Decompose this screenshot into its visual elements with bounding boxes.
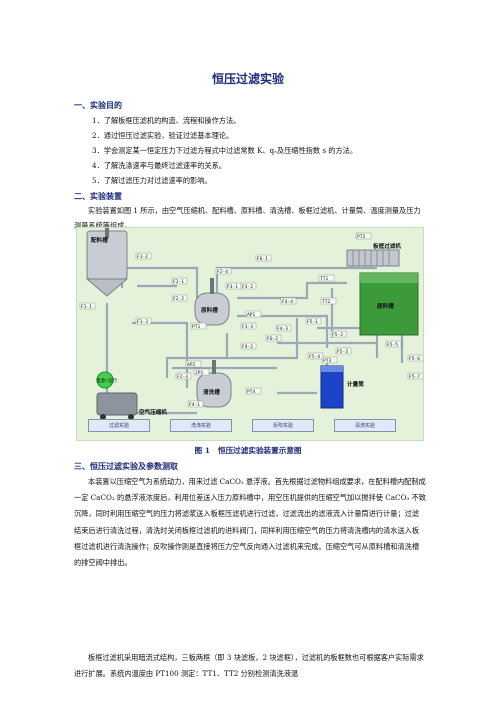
instrument-tag-f5-6: F5-6 xyxy=(409,356,420,362)
figure-caption-number: 图 1 xyxy=(194,446,210,455)
instrument-tag-tt2: TT2 xyxy=(322,299,331,305)
section-heading-apparatus: 二、实验装置 xyxy=(74,191,122,201)
label-wash-tank: 清洗槽 xyxy=(203,388,220,396)
section-heading-purpose: 一、实验目的 xyxy=(74,100,122,110)
apparatus-paragraph: 实验装置如图 1 所示，由空气压缩机、配料槽、原料槽、清洗槽、板框过滤机、计量筒… xyxy=(74,206,421,231)
label-measuring-cylinder: 计量筒 xyxy=(347,380,364,388)
label-air-compressor: 空气压缩机 xyxy=(139,408,167,416)
instrument-tag-f1-3: F1-3 xyxy=(137,319,148,325)
procedure-paragraph-1: 本装置以压缩空气为系统动力，用来过滤 CaCO₃ 悬浮液。首先根据过滤物料组成要… xyxy=(74,477,426,568)
backflush-experiment-button[interactable]: 反吹实验 xyxy=(252,419,314,432)
instrument-tag-f2-2: F2-2 xyxy=(173,296,184,302)
instrument-tag-f6-1: F6-1 xyxy=(257,256,268,262)
instrument-tag-f3-1: F3-1 xyxy=(227,284,238,290)
instrument-tag-f2-1: F2-1 xyxy=(173,279,184,285)
filtration-experiment-button[interactable]: 过滤实验 xyxy=(88,419,150,432)
instrument-tag-f1-2: F1-2 xyxy=(137,254,148,260)
apparatus-diagram: 配料槽 原料槽 清洗槽 xyxy=(76,227,424,441)
instrument-tag-f3-3: F3-3 xyxy=(242,324,253,330)
instrument-tag-f4-1: F4-1 xyxy=(189,402,200,408)
instrument-tag-pt3: PT3 xyxy=(323,358,332,364)
label-filtrate-tank: 原料槽 xyxy=(377,302,394,310)
label-plate-frame-filter: 板框过滤机 xyxy=(373,242,401,250)
purpose-item-3: 3．学会测定某一恒定压力下过滤方程式中过滤常数 K、qₑ及压缩性指数 s 的方法… xyxy=(92,146,358,155)
instrument-tag-f6-2: F6-2 xyxy=(267,336,278,342)
procedure-paragraph-2: 板框过滤机采用暗流式结构，三板两框（即 3 块滤板，2 块滤框），过滤机的板框数… xyxy=(74,653,424,679)
instrument-tag-jp1: JP1 xyxy=(195,370,204,376)
instrument-tag-f4-2: F4-2 xyxy=(242,344,253,350)
figure-caption-text: 恒压过滤实验装置示意图 xyxy=(218,446,302,455)
label-mixing-tank: 配料槽 xyxy=(91,236,108,244)
instrument-tag-f5-3: F5-3 xyxy=(337,349,348,355)
instrument-tag-ap2: AP2 xyxy=(187,362,196,368)
label-feed-tank: 原料槽 xyxy=(201,306,218,314)
washing-experiment-button[interactable]: 洗涤实验 xyxy=(170,419,232,432)
instrument-tag-pt4: PT4 xyxy=(247,389,256,395)
instrument-tag-pt2: PT2 xyxy=(357,234,366,240)
figure-caption: 图 1 恒压过滤实验装置示意图 xyxy=(0,445,496,456)
instrument-tag-tt1: TT1 xyxy=(320,276,329,282)
cleaning-experiment-button[interactable]: 清洗实验 xyxy=(334,419,396,432)
purpose-item-5: 5．了解过滤压力对过滤速率的影响。 xyxy=(92,176,212,185)
instrument-tag-f4-4: F4-4 xyxy=(282,299,293,305)
purpose-item-1: 1．了解板框压滤机的构造、流程和操作方法。 xyxy=(92,116,241,125)
instrument-tag-f4-3: F4-3 xyxy=(277,326,288,332)
purpose-item-2: 2．通过恒压过滤实验，验证过滤基本理论。 xyxy=(92,131,234,140)
instrument-tag-f5-1: F5-1 xyxy=(307,319,318,325)
section-heading-procedure: 三、恒压过滤实验及参数测取 xyxy=(74,461,178,471)
instrument-tag-f2-4: F2-4 xyxy=(217,269,228,275)
instrument-tag-f1-1: F1-1 xyxy=(81,304,92,310)
instrument-tag-ap1: AP1 xyxy=(247,312,256,318)
instrument-tag-f2-3: F2-3 xyxy=(177,374,188,380)
instrument-tag-pt1: PT1 xyxy=(192,324,201,330)
page-title: 恒压过滤实验 xyxy=(211,72,284,86)
instrument-tag-f5-5: F5-5 xyxy=(387,342,398,348)
purpose-item-4: 4．了解洗涤速率与最终过滤速率的关系。 xyxy=(92,161,226,170)
instrument-tag-f5-4: F5-4 xyxy=(309,354,320,360)
instrument-tag-f5-2: F5-2 xyxy=(332,332,343,338)
instrument-tag-f5-7: F5-7 xyxy=(409,374,420,380)
label-indicator-light: 电源/运行 xyxy=(96,377,118,384)
instrument-tag-f3-2: F3-2 xyxy=(242,284,253,290)
